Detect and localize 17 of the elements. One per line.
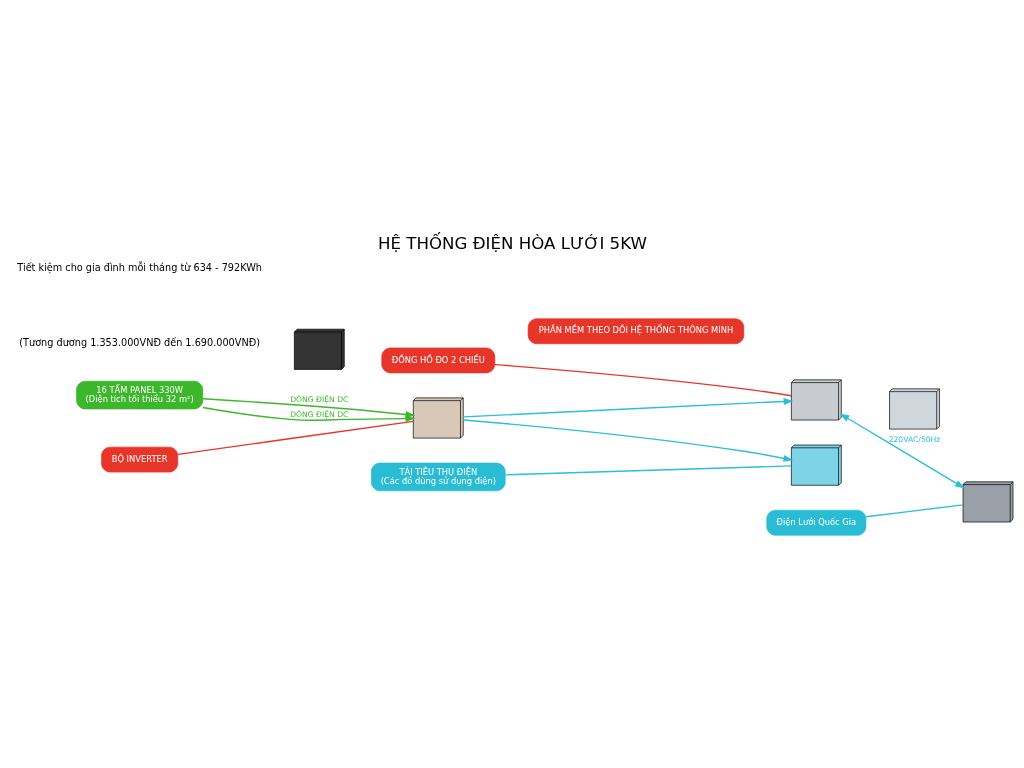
arrow — [839, 413, 965, 489]
connector — [864, 504, 964, 518]
node-box: ĐỒNG HỒ ĐO 2 CHIỀU — [380, 347, 495, 374]
arrow — [462, 398, 793, 418]
arrow — [201, 398, 415, 418]
label: (Tương đương 1.353.000VNĐ đến 1.690.000VNĐ) — [18, 337, 260, 349]
node-box: TẢI TIÊU THỤ ĐIỆN (Các đồ dùng sử dụng điện) — [370, 462, 506, 492]
connector — [176, 420, 414, 456]
connector — [504, 465, 792, 476]
arrow — [462, 419, 793, 462]
node-box: Điện Lưới Quốc Gia — [765, 509, 866, 536]
diagram-title: HỆ THỐNG ĐIỆN HÒA LƯỚI 5KW — [377, 233, 647, 253]
label: Tiết kiệm cho gia đình mỗi tháng từ 634 - 792KWh — [16, 262, 262, 274]
node-box: BỘ INVERTER — [100, 446, 178, 473]
node-box: 16 TẤM PANEL 330W (Diện tích tối thiểu 32 m²) — [75, 380, 203, 410]
connector — [493, 363, 792, 397]
node-box: PHẦN MỀM THEO DÕI HỆ THỐNG THÔNG MINH — [527, 318, 744, 345]
